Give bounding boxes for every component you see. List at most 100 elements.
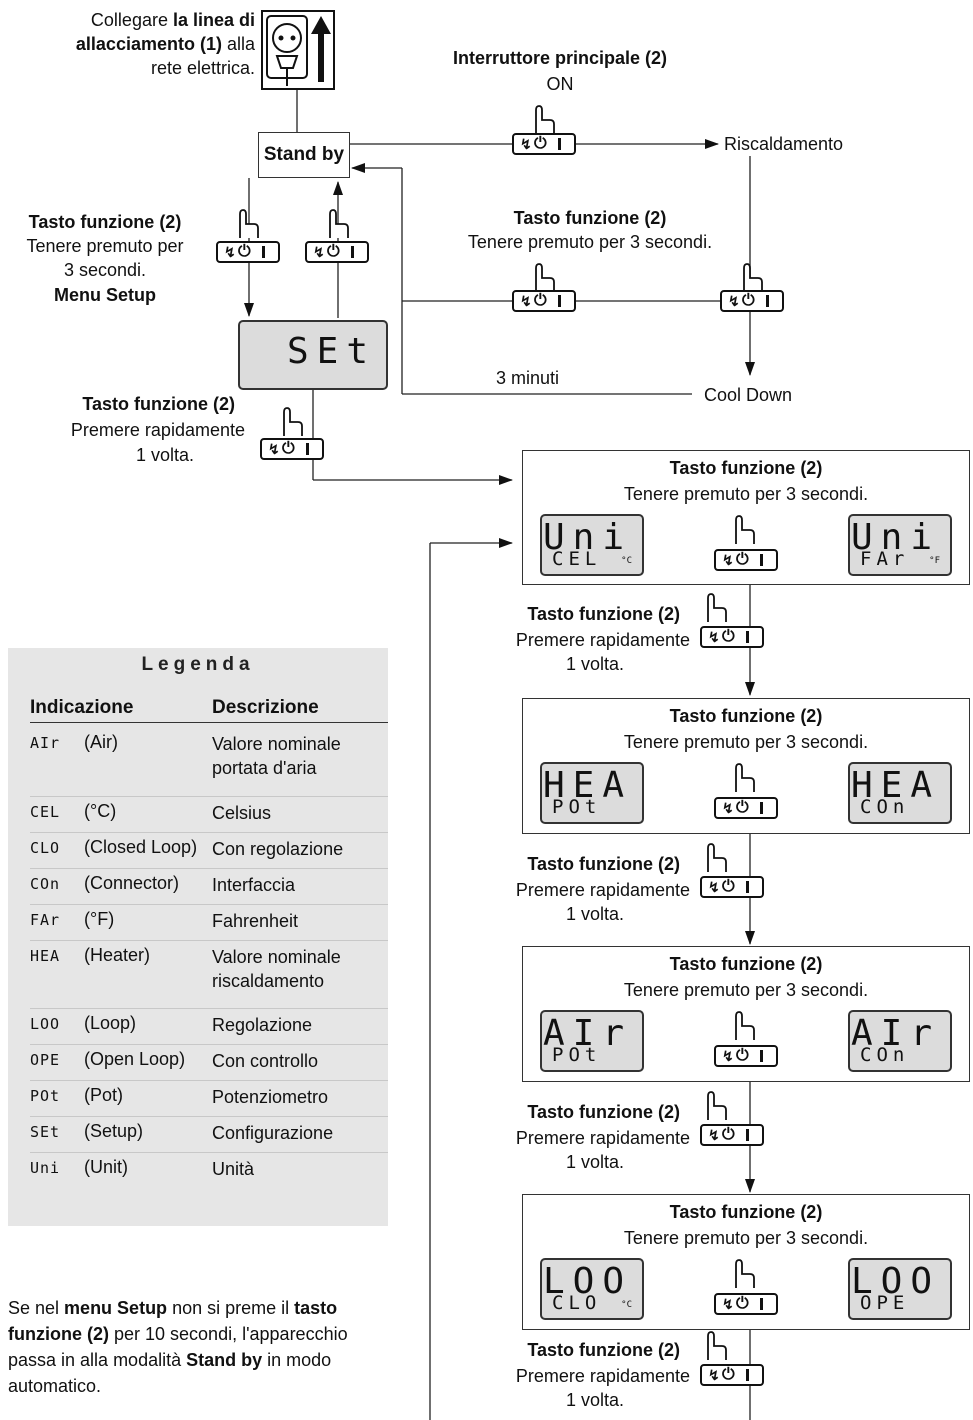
legend-name: (Closed Loop) — [84, 837, 198, 857]
left-key-title: Tasto funzione (2) — [28, 212, 182, 232]
legend-code: AIr — [30, 734, 61, 752]
legend-row: CLO (Closed Loop) Con regolazione — [30, 832, 388, 869]
step-title: Tasto funzione (2) — [669, 458, 823, 478]
step-function-key[interactable]: ↯⏻ — [714, 549, 778, 571]
set-key-line1: Premere rapidamente — [70, 420, 245, 440]
legend-row: OPE (Open Loop) Con controllo — [30, 1044, 388, 1081]
heating-label: Riscaldamento — [724, 134, 844, 154]
legend-code: LOO — [30, 1015, 61, 1033]
main-switch-state: ON — [546, 74, 574, 94]
press-once-line2: 1 volta. — [565, 904, 625, 924]
press-once-title: Tasto funzione (2) — [527, 854, 680, 874]
step-function-key[interactable]: ↯⏻ — [714, 797, 778, 819]
legend-name: (°F) — [84, 909, 115, 929]
legend-desc: Celsius — [212, 803, 272, 823]
press-hand-icon — [707, 1331, 727, 1360]
three-minutes-label: 3 minuti — [496, 368, 560, 388]
legend-name: (Open Loop) — [84, 1049, 186, 1069]
legend-code: SEt — [30, 1123, 61, 1141]
set-key-title: Tasto funzione (2) — [82, 394, 235, 414]
legend-desc: Potenziometro — [212, 1087, 329, 1107]
press-hand-icon — [743, 263, 763, 292]
press-once-title: Tasto funzione (2) — [527, 604, 680, 624]
connect-note: Collegare la linea di allacciamento (1) … — [75, 10, 255, 78]
legend-desc: Regolazione — [212, 1015, 313, 1035]
press-once-line2: 1 volta. — [565, 1390, 625, 1410]
power-socket-icon — [261, 10, 335, 90]
legend-row: COn (Connector) Interfaccia — [30, 868, 388, 905]
legend-col-description: Descrizione — [212, 697, 319, 718]
legend-panel: Legenda Indicazione Descrizione AIr(Air)… — [8, 648, 388, 1226]
legend-code: FAr — [30, 911, 61, 929]
legend-desc: Configurazione — [212, 1123, 334, 1143]
menu-setup-label: Menu Setup — [54, 285, 156, 305]
legend-name: (Loop) — [84, 1013, 137, 1033]
mid-function-key[interactable]: ↯⏻ — [512, 290, 576, 312]
press-hand-icon — [707, 843, 727, 872]
press-once-key[interactable]: ↯⏻ — [700, 876, 764, 898]
set-function-key[interactable]: ↯⏻ — [260, 438, 324, 460]
legend-row: LOO (Loop) Regolazione — [30, 1008, 388, 1045]
legend-desc: Con regolazione — [212, 839, 344, 859]
legend-header-rule — [30, 722, 388, 723]
press-once-line1: Premere rapidamente — [515, 630, 690, 650]
legend-row: Uni(Unit)Unità — [30, 1152, 388, 1189]
legend-code: COn — [30, 875, 61, 893]
legend-row: HEA(Heater)Valore nominale riscaldamento — [30, 940, 388, 1009]
press-once-key[interactable]: ↯⏻ — [700, 1364, 764, 1386]
left-key-line1: Tenere premuto per — [26, 236, 184, 256]
press-once-line1: Premere rapidamente — [515, 880, 690, 900]
legend-code: OPE — [30, 1051, 61, 1069]
step-title: Tasto funzione (2) — [669, 1202, 823, 1222]
press-once-line2: 1 volta. — [565, 654, 625, 674]
legend-name: (Setup) — [84, 1121, 144, 1141]
legend-desc: Interfaccia — [212, 875, 296, 895]
legend-code: CLO — [30, 839, 61, 857]
press-hand-icon — [535, 105, 555, 134]
cool-down-label: Cool Down — [704, 385, 793, 405]
standby-state: Stand by — [258, 132, 350, 178]
press-hand-icon — [735, 1011, 755, 1040]
press-hand-icon — [735, 763, 755, 792]
press-hand-icon — [535, 263, 555, 292]
press-hand-icon — [707, 1091, 727, 1120]
press-once-key[interactable]: ↯⏻ — [700, 626, 764, 648]
legend-desc: Unità — [212, 1159, 255, 1179]
press-hand-icon — [707, 593, 727, 622]
step-function-key[interactable]: ↯⏻ — [714, 1293, 778, 1315]
main-switch-key[interactable]: ↯⏻ — [512, 133, 576, 155]
legend-name: (Connector) — [84, 873, 180, 893]
legend-name: (Unit) — [84, 1157, 128, 1177]
left-function-key[interactable]: ↯⏻ — [216, 241, 280, 263]
legend-row: AIr (Air) Valore nominale portata d'aria — [30, 728, 388, 796]
press-once-line1: Premere rapidamente — [515, 1366, 690, 1386]
legend-code: POt — [30, 1087, 61, 1105]
press-hand-icon — [283, 407, 303, 436]
press-once-title: Tasto funzione (2) — [527, 1340, 680, 1360]
legend-row: FAr(°F)Fahrenheit — [30, 904, 388, 941]
step-title: Tasto funzione (2) — [669, 954, 823, 974]
mid-key-title: Tasto funzione (2) — [513, 208, 667, 228]
press-once-line2: 1 volta. — [565, 1152, 625, 1172]
step-desc: Tenere premuto per 3 secondi. — [623, 484, 869, 504]
press-hand-icon — [329, 209, 349, 238]
press-once-line1: Premere rapidamente — [515, 1128, 690, 1148]
legend-desc: Con controllo — [212, 1051, 319, 1071]
press-once-key[interactable]: ↯⏻ — [700, 1124, 764, 1146]
cooldown-function-key[interactable]: ↯⏻ — [720, 290, 784, 312]
legend-row: SEt (Setup) Configurazione — [30, 1116, 388, 1153]
return-function-key[interactable]: ↯⏻ — [305, 241, 369, 263]
step-function-key[interactable]: ↯⏻ — [714, 1045, 778, 1067]
press-hand-icon — [735, 1259, 755, 1288]
legend-name: (Heater) — [84, 945, 151, 965]
legend-desc: Valore nominale portata d'aria — [212, 734, 341, 778]
step-desc: Tenere premuto per 3 secondi. — [623, 732, 869, 752]
main-switch-title: Interruttore principale (2) — [452, 48, 668, 68]
left-key-line2: 3 secondi. — [63, 260, 147, 280]
legend-name: (Air) — [84, 732, 118, 752]
